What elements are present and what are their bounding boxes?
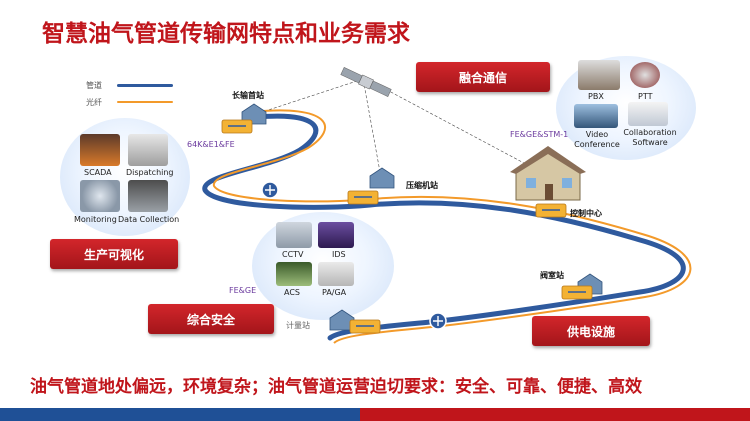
node-head-station (221, 103, 267, 134)
monitoring-image (80, 180, 120, 212)
acs-label: ACS (284, 288, 300, 297)
scada-image (80, 134, 120, 166)
data-collection-label: Data Collection (118, 215, 180, 224)
pump-icon-left (261, 181, 279, 199)
pbx-label: PBX (588, 92, 604, 101)
fusion-comm-button[interactable]: 融合通信 (416, 62, 550, 92)
legend-pipe-line (117, 84, 173, 87)
dispatching-label: Dispatching (126, 168, 174, 177)
head-station-label: 长输首站 (232, 91, 264, 100)
valve-station-label: 阀室站 (540, 271, 564, 280)
head-link-label: 64K&E1&FE (187, 140, 235, 149)
power-button[interactable]: 供电设施 (532, 316, 650, 346)
dispatching-image (128, 134, 168, 166)
pa-ga-image (318, 262, 354, 286)
legend-fiber-line (117, 101, 173, 103)
pa-ga-label: PA/GA (322, 288, 347, 297)
control-link-label: FE&GE&STM-1 (510, 130, 569, 139)
pbx-image (578, 60, 620, 90)
footer-bar-blue (0, 408, 360, 421)
ptt-label: PTT (638, 92, 653, 101)
uplink-control (371, 81, 553, 179)
node-metering-station (329, 309, 381, 334)
video-conference-label: Video Conference (574, 130, 620, 149)
node-compressor-station (347, 167, 395, 205)
collaboration-image (628, 102, 668, 126)
compressor-station-label: 压缩机站 (406, 181, 438, 190)
data-collection-image (128, 180, 168, 212)
cctv-image (276, 222, 312, 248)
uplink-compressor (363, 83, 381, 173)
satellite-icon (340, 67, 392, 97)
ids-label: IDS (332, 250, 346, 259)
production-visual-button[interactable]: 生产可视化 (50, 239, 178, 269)
bottom-summary: 油气管道地处偏远，环境复杂；油气管道运营迫切要求：安全、可靠、便捷、高效 (30, 377, 642, 397)
cctv-label: CCTV (282, 250, 304, 259)
metering-station-label: 计量站 (286, 321, 310, 330)
legend-pipe-label: 管道 (86, 81, 102, 90)
ids-image (318, 222, 354, 248)
security-link-label: FE&GE (229, 286, 257, 295)
node-control-center (510, 146, 586, 218)
video-conference-image (574, 104, 618, 128)
footer-bar-red (360, 408, 750, 421)
monitoring-label: Monitoring (74, 215, 117, 224)
page-title: 智慧油气管道传输网特点和业务需求 (42, 21, 410, 47)
uplink-head (249, 79, 361, 117)
control-center-label: 控制中心 (570, 209, 602, 218)
pump-icon-right (429, 312, 447, 330)
footer-bar (0, 408, 750, 421)
legend-fiber-label: 光纤 (86, 98, 102, 107)
scada-label: SCADA (84, 168, 112, 177)
security-button[interactable]: 综合安全 (148, 304, 274, 334)
node-valve-station (561, 273, 603, 300)
collaboration-label: Collaboration Software (623, 128, 677, 147)
acs-image (276, 262, 312, 286)
ptt-image (630, 62, 660, 88)
